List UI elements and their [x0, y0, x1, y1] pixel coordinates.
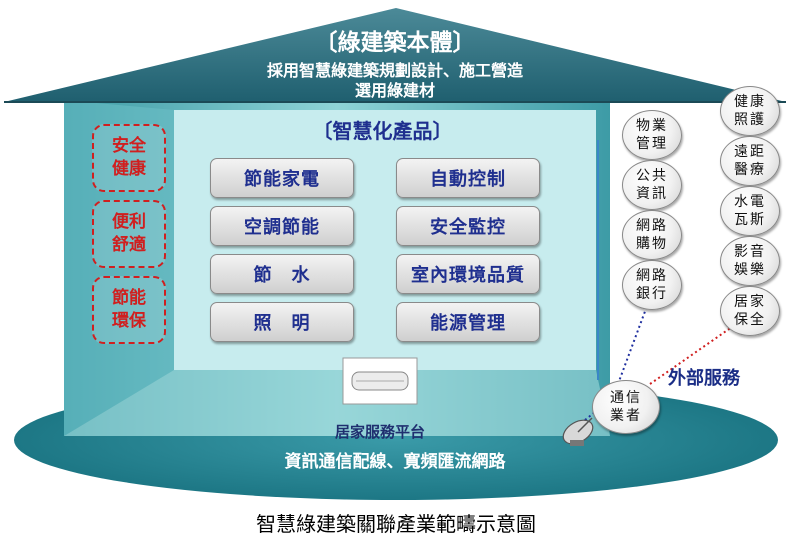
roof — [4, 8, 786, 102]
product-energy-saving-appliances: 節能家電 — [210, 158, 354, 198]
service-line: 資訊 — [636, 186, 668, 202]
product-indoor-environment-quality: 室內環境品質 — [396, 254, 540, 294]
telecom-operator-hub: 通信 業者 — [592, 380, 660, 434]
benefit-convenience-comfort: 便利 舒適 — [92, 200, 166, 268]
service-line: 健康 — [734, 93, 766, 110]
benefit-energy-environment: 節能 環保 — [92, 276, 166, 344]
home-server-device-icon — [342, 357, 418, 405]
hub-line: 通信 — [610, 389, 642, 406]
service-health-care: 健康 照護 — [720, 86, 780, 136]
service-property-management: 物業 管理 — [622, 110, 682, 160]
service-public-information: 公共 資訊 — [622, 160, 682, 210]
service-utilities: 水電 瓦斯 — [720, 186, 780, 236]
service-line: 照護 — [734, 112, 766, 128]
service-line: 水電 — [734, 193, 766, 210]
building-body-title: 〔綠建築本體〕 — [314, 30, 476, 56]
product-water-saving: 節 水 — [210, 254, 354, 294]
product-security-monitoring: 安全監控 — [396, 206, 540, 246]
product-hvac-energy-saving: 空調節能 — [210, 206, 354, 246]
service-line: 網路 — [636, 267, 668, 284]
roof-subtitle-design: 採用智慧綠建築規劃設計、施工營造 — [266, 61, 523, 80]
service-line: 管理 — [636, 136, 668, 152]
inner-floor — [64, 370, 610, 436]
benefit-line: 節能 — [112, 288, 146, 309]
service-line: 物業 — [636, 117, 668, 134]
service-line: 居家 — [734, 293, 766, 310]
hub-line: 業者 — [610, 408, 642, 424]
service-online-banking: 網路 銀行 — [622, 260, 682, 310]
link-hub-to-services — [617, 297, 651, 385]
satellite-dish-icon — [562, 417, 594, 446]
service-line: 網路 — [636, 217, 668, 234]
service-entertainment: 影音 娛樂 — [720, 236, 780, 286]
link-hub-to-home-security — [649, 319, 743, 385]
figure-caption: 智慧綠建築關聯產業範疇示意圖 — [256, 512, 536, 536]
broadband-network-label: 資訊通信配線、寬頻匯流網路 — [284, 452, 506, 472]
benefit-line: 舒適 — [112, 235, 146, 255]
product-lighting: 照 明 — [210, 302, 354, 342]
benefit-line: 安全 — [112, 136, 146, 157]
external-services-label: 外部服務 — [668, 368, 740, 389]
home-service-platform-label: 居家服務平台 — [334, 423, 425, 441]
service-line: 瓦斯 — [734, 212, 766, 228]
benefit-line: 環保 — [112, 311, 146, 331]
roof-subtitle-materials: 選用綠建材 — [354, 81, 435, 100]
benefit-line: 便利 — [112, 212, 146, 233]
service-line: 購物 — [636, 236, 668, 252]
service-line: 公共 — [636, 167, 668, 184]
service-line: 保全 — [734, 312, 766, 328]
service-line: 影音 — [734, 243, 766, 260]
service-online-shopping: 網路 購物 — [622, 210, 682, 260]
service-line: 銀行 — [636, 286, 668, 302]
service-telemedicine: 遠距 醫療 — [720, 136, 780, 186]
benefit-safety-health: 安全 健康 — [92, 124, 166, 192]
product-energy-management: 能源管理 — [396, 302, 540, 342]
service-line: 遠距 — [734, 143, 766, 160]
service-line: 娛樂 — [734, 262, 766, 278]
smart-products-title: 〔智慧化產品〕 — [312, 119, 453, 143]
service-home-security: 居家 保全 — [720, 286, 780, 336]
benefit-line: 健康 — [112, 159, 146, 179]
inner-left-wall — [64, 100, 174, 436]
product-automatic-control: 自動控制 — [396, 158, 540, 198]
service-line: 醫療 — [734, 162, 766, 178]
